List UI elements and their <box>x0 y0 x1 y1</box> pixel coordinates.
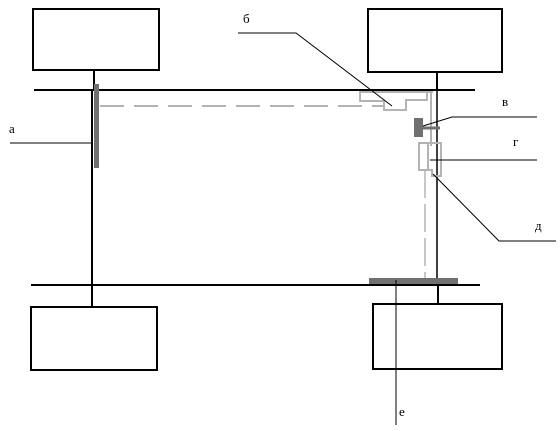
leader-v <box>422 116 537 127</box>
label-v: в <box>502 94 508 109</box>
component-g <box>418 142 442 177</box>
front-left-wheel <box>32 8 160 71</box>
front-right-wheel <box>367 8 503 73</box>
label-g: г <box>513 134 518 149</box>
component-e <box>369 278 458 284</box>
label-e: е <box>399 404 405 419</box>
component-a <box>94 84 99 168</box>
leader-d <box>432 173 556 242</box>
leader-b <box>238 32 393 107</box>
rear-right-wheel <box>372 303 503 370</box>
label-b: б <box>243 11 250 26</box>
component-v <box>414 118 423 137</box>
label-d: д <box>535 218 542 233</box>
component-b <box>359 91 428 111</box>
rear-left-wheel <box>30 306 158 371</box>
label-a: а <box>9 121 15 136</box>
